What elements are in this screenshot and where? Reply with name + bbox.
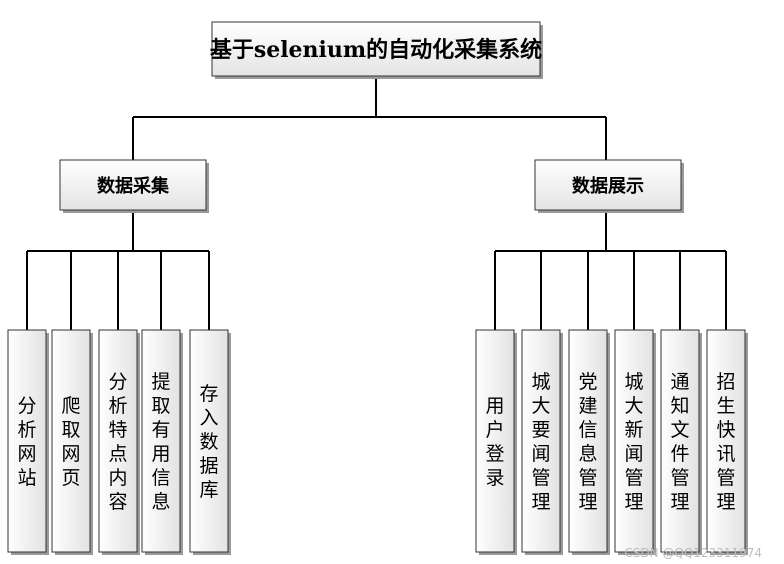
leaf-label: 城大新闻管理 <box>624 371 643 513</box>
leaf-box <box>51 329 91 553</box>
leaf-label: 通知文件管理 <box>670 371 689 513</box>
leaf-label: 存入数据库 <box>199 383 218 501</box>
leaf-node: 用户登录 <box>475 329 517 555</box>
leaf-box <box>614 329 654 553</box>
leaf-box <box>141 329 181 553</box>
leaf-label: 城大要闻管理 <box>531 371 550 513</box>
leaf-node: 分析特点内容 <box>98 329 140 555</box>
leaf-box <box>189 329 229 553</box>
leaf-label: 分析网站 <box>17 395 36 489</box>
connector-lines <box>26 76 727 330</box>
root-label: 基于selenium的自动化采集系统 <box>210 37 542 63</box>
leaf-node: 存入数据库 <box>189 329 231 555</box>
leaf-box <box>7 329 47 553</box>
branch-node-0: 数据采集 <box>59 159 209 213</box>
root-box <box>211 21 541 77</box>
leaf-label: 党建信息管理 <box>578 371 597 513</box>
leaf-label: 分析特点内容 <box>108 371 127 513</box>
leaf-node: 爬取网页 <box>51 329 93 555</box>
leaf-label: 用户登录 <box>485 395 504 489</box>
branch-node-1: 数据展示 <box>534 159 684 213</box>
leaf-node: 城大要闻管理 <box>521 329 563 555</box>
leaf-node: 城大新闻管理 <box>614 329 656 555</box>
leaf-box <box>98 329 138 553</box>
watermark-text: CSDN @QQ123311974 <box>624 546 762 560</box>
leaf-box <box>660 329 700 553</box>
leaf-box <box>521 329 561 553</box>
leaf-node: 通知文件管理 <box>660 329 702 555</box>
leaf-node: 招生快讯管理 <box>706 329 748 555</box>
branch-label-0: 数据采集 <box>97 175 170 197</box>
leaf-node: 党建信息管理 <box>568 329 610 555</box>
branch-box-1 <box>534 159 682 211</box>
branch-label-1: 数据展示 <box>572 175 644 197</box>
leaf-box <box>706 329 746 553</box>
leaf-box <box>568 329 608 553</box>
leaf-label: 招生快讯管理 <box>716 371 735 513</box>
root-node: 基于selenium的自动化采集系统 <box>210 21 543 79</box>
branch-box-0 <box>59 159 207 211</box>
leaf-box <box>475 329 515 553</box>
leaf-node: 分析网站 <box>7 329 49 555</box>
leaf-label: 提取有用信息 <box>151 371 170 513</box>
leaf-label: 爬取网页 <box>61 395 80 489</box>
leaf-node: 提取有用信息 <box>141 329 183 555</box>
